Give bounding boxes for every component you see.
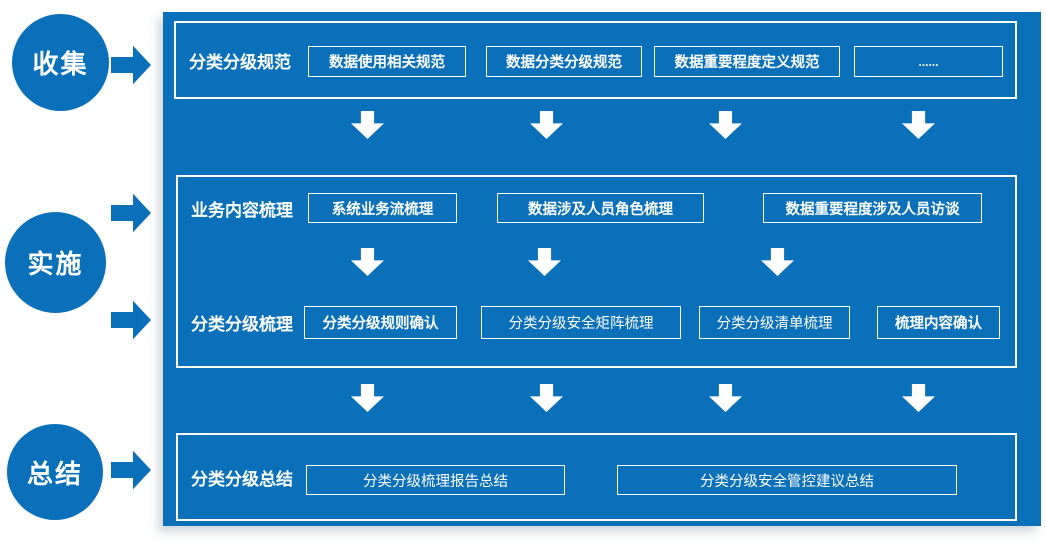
down-arrow-icon (530, 111, 563, 139)
right-arrow-icon (111, 450, 151, 490)
process-panel: 分类分级规范 数据使用相关规范 数据分类分级规范 数据重要程度定义规范 ....… (163, 12, 1041, 526)
stage-circle-summarize: 总结 (7, 424, 103, 520)
down-arrow-icon (761, 248, 794, 276)
sorting-item-box: 分类分级规则确认 (304, 306, 457, 339)
business-item-box: 系统业务流梳理 (308, 193, 457, 223)
section-title-summary: 分类分级总结 (191, 469, 293, 489)
down-arrow-icon (528, 248, 561, 276)
down-arrow-icon (709, 384, 742, 412)
sorting-item-box: 梳理内容确认 (877, 306, 1000, 339)
summary-item-box: 分类分级梳理报告总结 (306, 465, 565, 495)
business-item-box: 数据重要程度涉及人员访谈 (763, 193, 982, 223)
down-arrow-icon (530, 384, 563, 412)
section-title-sorting: 分类分级梳理 (191, 315, 293, 334)
stage-label-summarize: 总结 (26, 458, 83, 489)
down-arrow-icon (902, 384, 935, 412)
stage-label-implement: 实施 (27, 249, 84, 279)
right-arrow-icon (111, 193, 151, 233)
spec-item-box: 数据使用相关规范 (308, 46, 466, 77)
down-arrow-icon (351, 111, 384, 139)
sorting-item-box: 分类分级清单梳理 (699, 306, 850, 339)
spec-item-box-more: ...... (854, 46, 1003, 77)
down-arrow-icon (709, 111, 742, 139)
section-title-spec: 分类分级规范 (189, 52, 291, 72)
right-arrow-icon (111, 300, 151, 340)
stage-circle-implement: 实施 (5, 212, 106, 313)
down-arrow-icon (902, 111, 935, 139)
stage-circle-collect: 收集 (12, 14, 109, 111)
summary-item-box: 分类分级安全管控建议总结 (617, 465, 957, 495)
section-title-business: 业务内容梳理 (191, 200, 293, 220)
spec-item-box: 数据分类分级规范 (486, 46, 642, 77)
business-item-box: 数据涉及人员角色梳理 (497, 193, 704, 223)
stage-label-collect: 收集 (32, 49, 89, 79)
down-arrow-icon (351, 248, 384, 276)
spec-item-box: 数据重要程度定义规范 (654, 46, 840, 77)
section-summary: 分类分级总结 分类分级梳理报告总结 分类分级安全管控建议总结 (176, 433, 1017, 521)
right-arrow-icon (111, 45, 151, 85)
section-spec-collection: 分类分级规范 数据使用相关规范 数据分类分级规范 数据重要程度定义规范 ....… (174, 21, 1017, 99)
down-arrow-icon (351, 384, 384, 412)
sorting-item-box: 分类分级安全矩阵梳理 (481, 306, 681, 339)
section-implementation: 业务内容梳理 系统业务流梳理 数据涉及人员角色梳理 数据重要程度涉及人员访谈 分… (176, 175, 1017, 368)
